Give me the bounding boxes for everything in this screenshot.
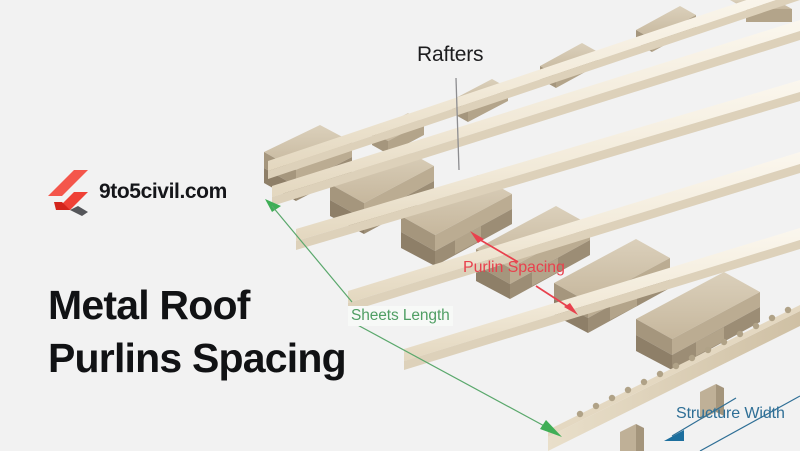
callout-label-rafters: Rafters [417, 43, 484, 66]
brand-name-text: 9to5civil.com [99, 180, 227, 203]
corrugated-sheet-edge [548, 305, 800, 451]
purlin-beam [404, 228, 800, 370]
purlin-beam [272, 20, 800, 206]
rafters-leader-line [455, 77, 460, 171]
site-logo-icon [48, 170, 88, 216]
purlin-beam [348, 152, 800, 312]
sheets-length-arrow [265, 199, 562, 437]
corrugation-teeth [576, 306, 792, 418]
support-post-side [636, 424, 644, 451]
callout-label-sheets-length: Sheets Length [348, 306, 453, 326]
support-post [620, 424, 636, 451]
page-title-line-1: Metal Roof [48, 282, 250, 329]
rafter-beam [636, 272, 760, 370]
page-title: Metal Roof Purlins Spacing [48, 279, 347, 384]
support-post [700, 384, 716, 420]
page-title-line-2: Purlins Spacing [48, 334, 347, 381]
purlin-group [268, 0, 800, 370]
purlin-spacing-arrow [470, 231, 578, 315]
callout-label-purlin-spacing: Purlin Spacing [463, 259, 565, 276]
brand-logo-block: 9to5civil.com [48, 168, 227, 216]
callout-label-structure-width: Structure Width [676, 405, 785, 422]
structure-width-arrow [664, 395, 800, 451]
purlin-beam [296, 80, 800, 250]
purlin-beam [268, 0, 800, 179]
